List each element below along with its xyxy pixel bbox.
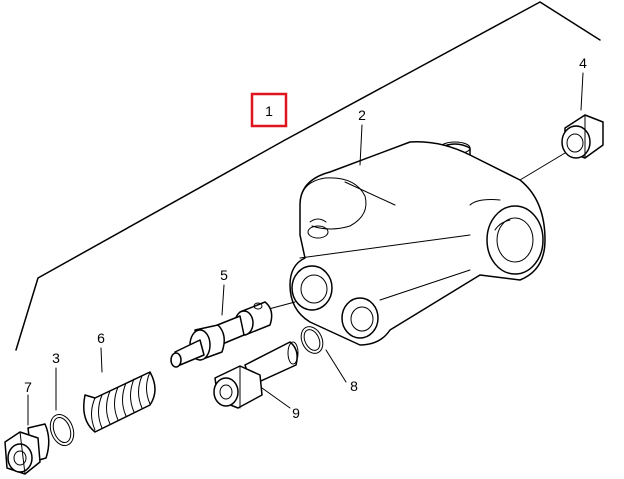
part-plug-upper[interactable] — [519, 114, 604, 181]
callout-3[interactable]: 3 — [52, 350, 60, 366]
part-o-ring-right[interactable] — [297, 323, 327, 357]
part-spring[interactable] — [83, 371, 156, 433]
part-valve-body[interactable] — [289, 141, 546, 346]
callout-2[interactable]: 2 — [358, 107, 366, 123]
part-o-ring-left[interactable] — [46, 411, 78, 449]
callout-4[interactable]: 4 — [579, 55, 587, 71]
part-spool[interactable] — [170, 301, 296, 368]
callout-6[interactable]: 6 — [97, 330, 105, 346]
callout-1-highlight — [250, 92, 288, 128]
callout-5[interactable]: 5 — [220, 267, 228, 283]
part-adjusting-screw[interactable] — [213, 341, 299, 409]
callout-9[interactable]: 9 — [292, 405, 300, 421]
callout-8[interactable]: 8 — [350, 378, 358, 394]
part-plug-lower[interactable] — [4, 423, 50, 475]
assembly-bracket-line — [15, 1, 601, 351]
callout-1[interactable]: 1 — [265, 103, 273, 119]
leader-lines — [27, 72, 584, 426]
callout-7[interactable]: 7 — [24, 379, 32, 395]
